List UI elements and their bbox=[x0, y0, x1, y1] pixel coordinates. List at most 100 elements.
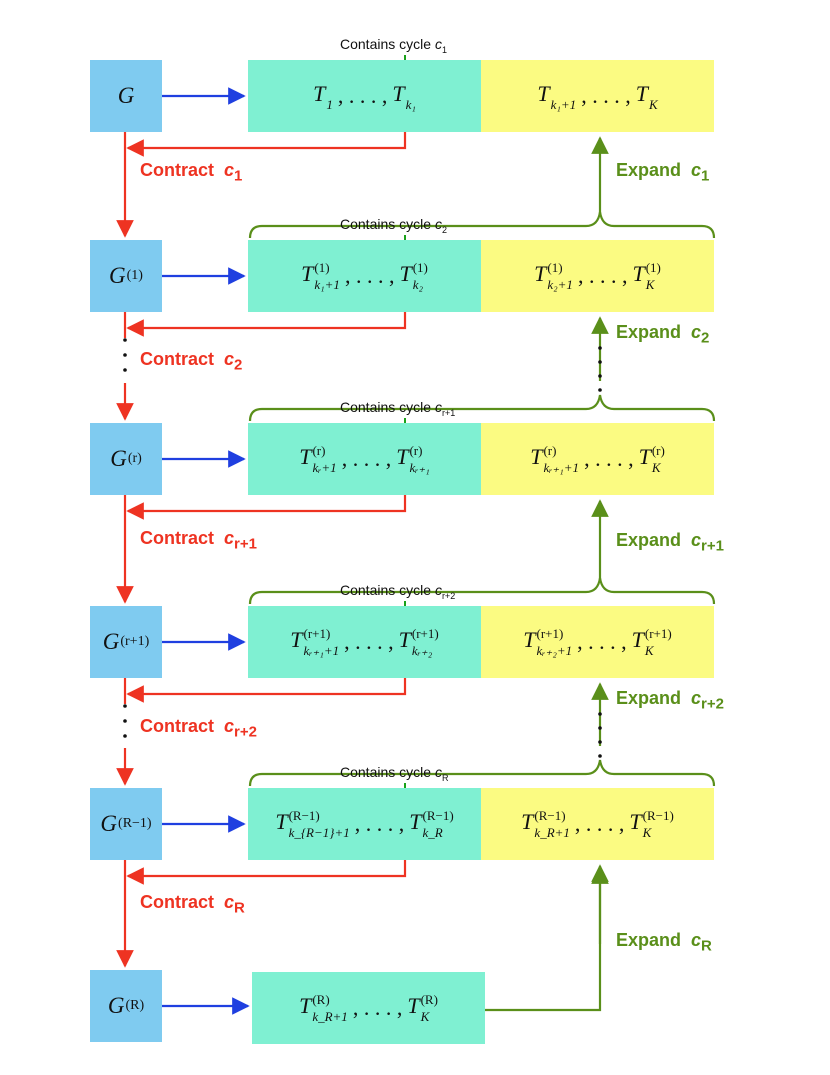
expand-cycle: c bbox=[691, 688, 702, 708]
final-seq-last-sub: K bbox=[420, 1009, 430, 1024]
contract-cycle-sub: 2 bbox=[234, 356, 243, 374]
final-seq-ellipsis: , . . . , bbox=[352, 995, 403, 1020]
left-seq-1-first-term: T(1)k₁+1 bbox=[301, 261, 340, 291]
left-seq-0-last-scripts: k₁ bbox=[406, 81, 416, 111]
contains-cycle-label-3: Contains cycle cr+2 bbox=[340, 582, 455, 601]
contains-prefix: Contains cycle bbox=[340, 216, 432, 232]
contains-cycle-sub: r+2 bbox=[441, 590, 456, 601]
cyan-box-3 bbox=[248, 606, 481, 678]
expand-cycle: c bbox=[691, 930, 702, 950]
right-seq-1-last-scripts: (1)K bbox=[646, 261, 661, 291]
ellipsis-dot bbox=[123, 704, 127, 708]
yellow-box-1 bbox=[481, 240, 714, 312]
left-seq-4-first-term: T(R−1)k_{R−1}+1 bbox=[275, 809, 349, 839]
contains-cycle-var: c bbox=[434, 764, 442, 780]
right-seq-0: T k₁+1, . . . ,T K bbox=[481, 60, 714, 132]
right-seq-0-last-scripts: K bbox=[649, 81, 658, 111]
left-seq-1-last-sub: k₂ bbox=[412, 277, 423, 292]
contains-prefix: Contains cycle bbox=[340, 36, 432, 52]
right-seq-2-ellipsis: , . . . , bbox=[584, 446, 634, 471]
left-seq-4-last-base: T bbox=[409, 809, 422, 834]
right-seq-0-first-sub: k₁+1 bbox=[550, 97, 577, 112]
right-seq-1-first-term: T(1)k₂+1 bbox=[534, 261, 573, 291]
contains-cycle-sub: r+1 bbox=[441, 407, 456, 418]
right-seq-4-last-term: T(R−1)K bbox=[629, 809, 673, 839]
final-seq-first-scripts: (R)k_R+1 bbox=[312, 993, 347, 1023]
final-seq-first-sup: (R) bbox=[312, 992, 330, 1007]
left-seq-0-last-sup bbox=[406, 81, 416, 94]
left-seq-3-first-term: T(r+1)kᵣ₊₁+1 bbox=[290, 627, 339, 657]
yellow-box-0 bbox=[481, 60, 714, 132]
expand-cycle-sub: R bbox=[701, 937, 712, 955]
final-seq-last-scripts: (R)K bbox=[421, 993, 438, 1023]
cyan-box-4 bbox=[248, 788, 481, 860]
green-brace-3 bbox=[248, 577, 716, 605]
ellipsis-dot bbox=[123, 338, 127, 342]
graph-label: G bbox=[109, 263, 126, 288]
left-seq-3-last-sub: kᵣ₊₂ bbox=[411, 643, 433, 658]
final-seq-first-term: T(R)k_R+1 bbox=[299, 993, 348, 1023]
left-seq-4-first-sub: k_{R−1}+1 bbox=[288, 825, 350, 840]
contains-cycle-label-1: Contains cycle c2 bbox=[340, 216, 447, 235]
right-seq-3-first-base: T bbox=[523, 627, 536, 652]
right-seq-3-first-scripts: (r+1)kᵣ₊₂+1 bbox=[537, 627, 573, 657]
left-seq-2-last-base: T bbox=[396, 444, 409, 469]
right-seq-2-first-scripts: (r)kᵣ₊₁+1 bbox=[543, 444, 579, 474]
left-seq-2: T(r)kᵣ+1, . . . ,T(r)kᵣ₊₁ bbox=[248, 423, 481, 495]
left-seq-3: T(r+1)kᵣ₊₁+1, . . . ,T(r+1)kᵣ₊₂ bbox=[248, 606, 481, 678]
right-seq-4-first-sub: k_R+1 bbox=[534, 825, 570, 840]
right-seq-1-last-base: T bbox=[632, 261, 645, 286]
left-seq-1-first-scripts: (1)k₁+1 bbox=[314, 261, 340, 291]
right-seq-1-last-sub: K bbox=[645, 277, 655, 292]
right-seq-2-first-base: T bbox=[530, 444, 543, 469]
left-seq-1-first-sub: k₁+1 bbox=[314, 277, 340, 292]
right-seq-0-first-term: T k₁+1 bbox=[537, 81, 576, 111]
right-seq-2-first-sup: (r) bbox=[543, 443, 557, 458]
right-seq-1-last-term: T(1)K bbox=[632, 261, 660, 291]
ellipsis-dot bbox=[598, 374, 602, 378]
graph-label: G bbox=[117, 83, 135, 108]
expand-word: Expand bbox=[616, 322, 682, 342]
expand-word: Expand bbox=[616, 688, 682, 708]
left-seq-2-last-sub: kᵣ₊₁ bbox=[409, 460, 430, 475]
left-seq-0-first-sup bbox=[326, 81, 333, 94]
graph-node-1: G(1) bbox=[90, 240, 162, 312]
right-seq-0-first-base: T bbox=[537, 81, 550, 106]
ellipsis-dot bbox=[123, 353, 127, 357]
right-seq-3-ellipsis: , . . . , bbox=[577, 629, 627, 654]
right-seq-3-last-sup: (r+1) bbox=[644, 626, 672, 641]
left-seq-2-first-scripts: (r)kᵣ+1 bbox=[312, 444, 336, 474]
contract-cycle-sub: R bbox=[234, 899, 245, 917]
graph-node-5: G(R) bbox=[90, 970, 162, 1042]
expand-cycle: c bbox=[691, 530, 702, 550]
tree-set-box-final bbox=[252, 972, 485, 1044]
contains-cycle-sub: R bbox=[441, 772, 449, 783]
left-seq-3-last-base: T bbox=[398, 627, 411, 652]
left-seq-4-last-scripts: (R−1)k_R bbox=[422, 809, 453, 839]
left-seq-4-first-base: T bbox=[275, 809, 288, 834]
left-seq-1-last-sup: (1) bbox=[412, 260, 428, 275]
right-seq-3-first-term: T(r+1)kᵣ₊₂+1 bbox=[523, 627, 572, 657]
graph-node-2: G(r) bbox=[90, 423, 162, 495]
contains-cycle-var: c bbox=[434, 582, 442, 598]
contains-prefix: Contains cycle bbox=[340, 399, 432, 415]
contains-cycle-sub: 1 bbox=[441, 44, 447, 55]
contract-cycle: c bbox=[224, 716, 235, 736]
left-seq-1-last-term: T(1)k₂ bbox=[399, 261, 427, 291]
right-seq-3-first-sup: (r+1) bbox=[536, 626, 564, 641]
left-seq-0-ellipsis: , . . . , bbox=[337, 83, 388, 108]
right-seq-1-first-scripts: (1)k₂+1 bbox=[547, 261, 573, 291]
left-seq-0-last-term: T k₁ bbox=[392, 81, 416, 111]
contains-prefix: Contains cycle bbox=[340, 764, 432, 780]
contains-cycle-sub: 2 bbox=[441, 224, 447, 235]
right-seq-4-first-term: T(R−1)k_R+1 bbox=[521, 809, 570, 839]
ellipsis-dot bbox=[598, 740, 602, 744]
